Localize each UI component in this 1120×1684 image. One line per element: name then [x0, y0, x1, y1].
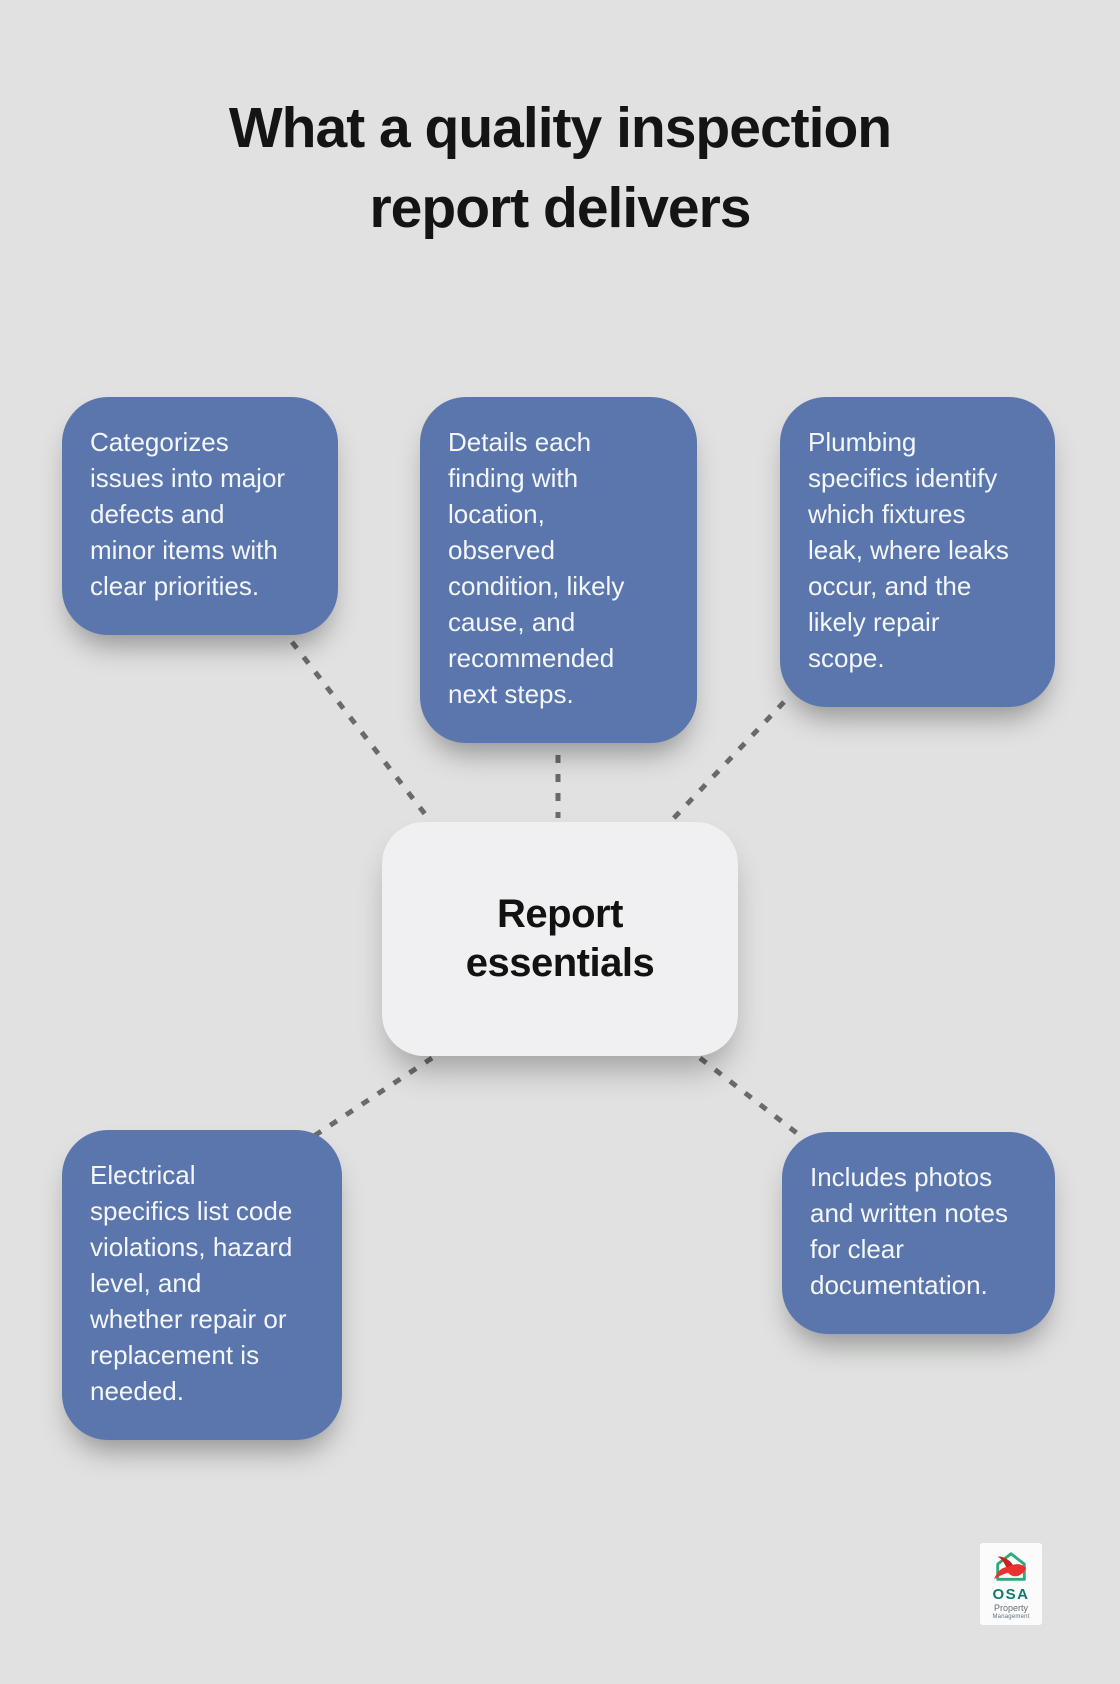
logo-brand-text: OSA: [992, 1586, 1030, 1603]
page-title: What a quality inspection report deliver…: [228, 96, 892, 240]
card-issue-categorization-text: Categorizes issues into major defects an…: [90, 427, 286, 601]
center-node-report-essentials: Report essentials: [382, 822, 738, 1056]
card-finding-details: Details each finding with location, obse…: [420, 397, 697, 743]
center-node-label: Report essentials: [465, 892, 655, 985]
card-photo-documentation-text: Includes photos and written notes for cl…: [810, 1162, 1009, 1300]
card-photo-documentation: Includes photos and written notes for cl…: [782, 1132, 1055, 1334]
card-electrical-specifics-text: Electrical specifics list code violation…: [90, 1160, 293, 1406]
logo-subtitle-management: Management: [992, 1614, 1030, 1620]
card-electrical-specifics: Electrical specifics list code violation…: [62, 1130, 342, 1440]
osa-logo: OSA Property Management: [980, 1543, 1042, 1625]
card-plumbing-specifics-text: Plumbing specifics identify which fixtur…: [808, 427, 1009, 673]
connector-bottom-right: [698, 1056, 800, 1136]
card-finding-details-text: Details each finding with location, obse…: [448, 427, 625, 709]
logo-subtitle-property: Property: [993, 1603, 1028, 1613]
connector-top-right: [670, 700, 786, 822]
house-bird-icon: [993, 1552, 1027, 1581]
card-issue-categorization: Categorizes issues into major defects an…: [62, 397, 338, 635]
connector-bottom-left: [312, 1055, 434, 1139]
connector-top-left: [290, 640, 430, 820]
card-plumbing-specifics: Plumbing specifics identify which fixtur…: [780, 397, 1055, 707]
